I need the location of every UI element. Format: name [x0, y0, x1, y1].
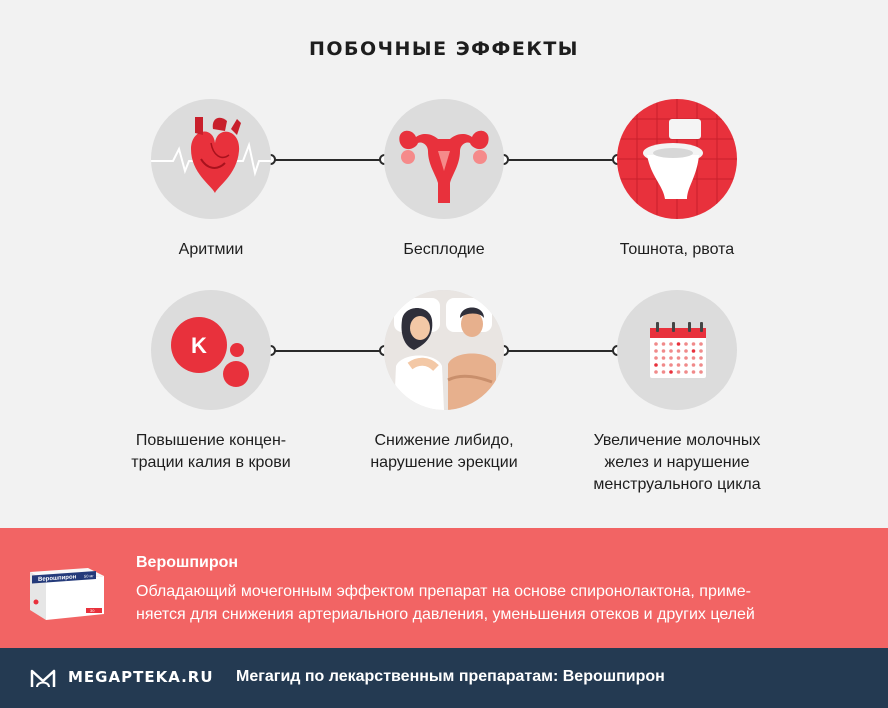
footer-guide-link[interactable]: Мегагид по лекарственным препаратам: Вер… — [236, 668, 665, 685]
calendar-day-dot — [684, 363, 688, 367]
effect-circle-arrhythmia — [151, 99, 271, 219]
calendar-day-dot — [684, 370, 688, 374]
effect-label-arrhythmia: Аритмии — [178, 241, 244, 258]
calendar-day-dot — [669, 370, 673, 374]
calendar-day-dot — [661, 370, 666, 374]
calendar-day-dot — [699, 363, 703, 367]
calendar-day-dot — [669, 342, 673, 346]
promo-description: Обладающий мочегонным эффектом препарат … — [136, 583, 755, 623]
promo-title[interactable]: Верошпирон — [136, 554, 239, 571]
calendar-day-dot — [684, 356, 688, 360]
calendar-day-dot — [654, 349, 658, 353]
calendar-day-dot — [669, 356, 673, 360]
calendar-day-dot — [691, 342, 696, 346]
calendar-day-dot — [661, 356, 666, 360]
effect-circle-infertility — [384, 99, 504, 219]
calendar-day-dot — [691, 356, 696, 360]
calendar-day-dot — [676, 363, 681, 367]
calendar-day-dot — [676, 356, 681, 360]
footer-bar: MEGAPTEKA.RU Мегагид по лекарственным пр… — [0, 648, 888, 708]
box-dose: 50 мг — [84, 573, 94, 579]
calendar-day-dot — [699, 356, 703, 360]
heart-icon — [151, 117, 271, 193]
calendar-day-dot — [699, 370, 703, 374]
calendar-day-dot — [699, 342, 703, 346]
effect-circle-potassium: K — [151, 290, 271, 410]
connector-line — [270, 159, 385, 161]
connector-line — [270, 350, 385, 352]
potassium-symbol: K — [191, 333, 207, 358]
calendar-icon — [650, 322, 706, 378]
box-brand: Верошпирон — [38, 574, 77, 583]
calendar-day-dot — [676, 349, 681, 353]
calendar-day-dot — [691, 363, 696, 367]
page-title: ПОБОЧНЫЕ ЭФФЕКТЫ — [308, 38, 579, 60]
calendar-day-dot — [699, 349, 703, 353]
toilet-icon — [617, 99, 737, 219]
calendar-day-dot — [661, 349, 666, 353]
calendar-day-dot — [691, 349, 696, 353]
effect-label-cycle: Увеличение молочных желез и нарушение ме… — [593, 432, 761, 493]
potassium-icon: K — [171, 317, 249, 387]
effect-label-infertility: Бесплодие — [403, 241, 485, 258]
calendar-day-dot — [676, 370, 681, 374]
connector-line — [503, 350, 618, 352]
calendar-day-dot — [654, 356, 658, 360]
box-count: 30 — [90, 608, 95, 613]
couple-icon — [384, 290, 504, 410]
calendar-day-dot — [661, 342, 666, 346]
effect-circle-cycle — [617, 290, 737, 410]
calendar-day-dot — [654, 370, 658, 374]
calendar-day-dot — [654, 342, 658, 346]
uterus-icon — [399, 130, 489, 203]
medicine-box-image: Верошпирон 50 мг 30 — [30, 568, 104, 620]
calendar-day-dot — [654, 363, 658, 367]
effect-circle-nausea — [617, 99, 737, 219]
calendar-day-dot — [669, 349, 673, 353]
effect-label-potassium: Повышение концен- трации калия в крови — [131, 432, 291, 471]
calendar-day-dot — [684, 349, 688, 353]
promo-banner[interactable]: Верошпирон 50 мг 30 Верошпирон Обладающи… — [0, 528, 888, 648]
calendar-day-dot — [661, 363, 666, 367]
megapteka-logo-icon[interactable] — [30, 667, 56, 689]
calendar-day-dot — [669, 363, 673, 367]
connector-line — [503, 159, 618, 161]
calendar-day-dot — [676, 342, 681, 346]
effect-label-libido: Снижение либидо, нарушение эрекции — [370, 432, 518, 471]
effect-label-nausea: Тошнота, рвота — [619, 241, 735, 258]
megapteka-logo-text[interactable]: MEGAPTEKA.RU — [68, 668, 214, 686]
calendar-day-dot — [684, 342, 688, 346]
effect-circle-libido — [384, 290, 504, 410]
calendar-day-dot — [691, 370, 696, 374]
